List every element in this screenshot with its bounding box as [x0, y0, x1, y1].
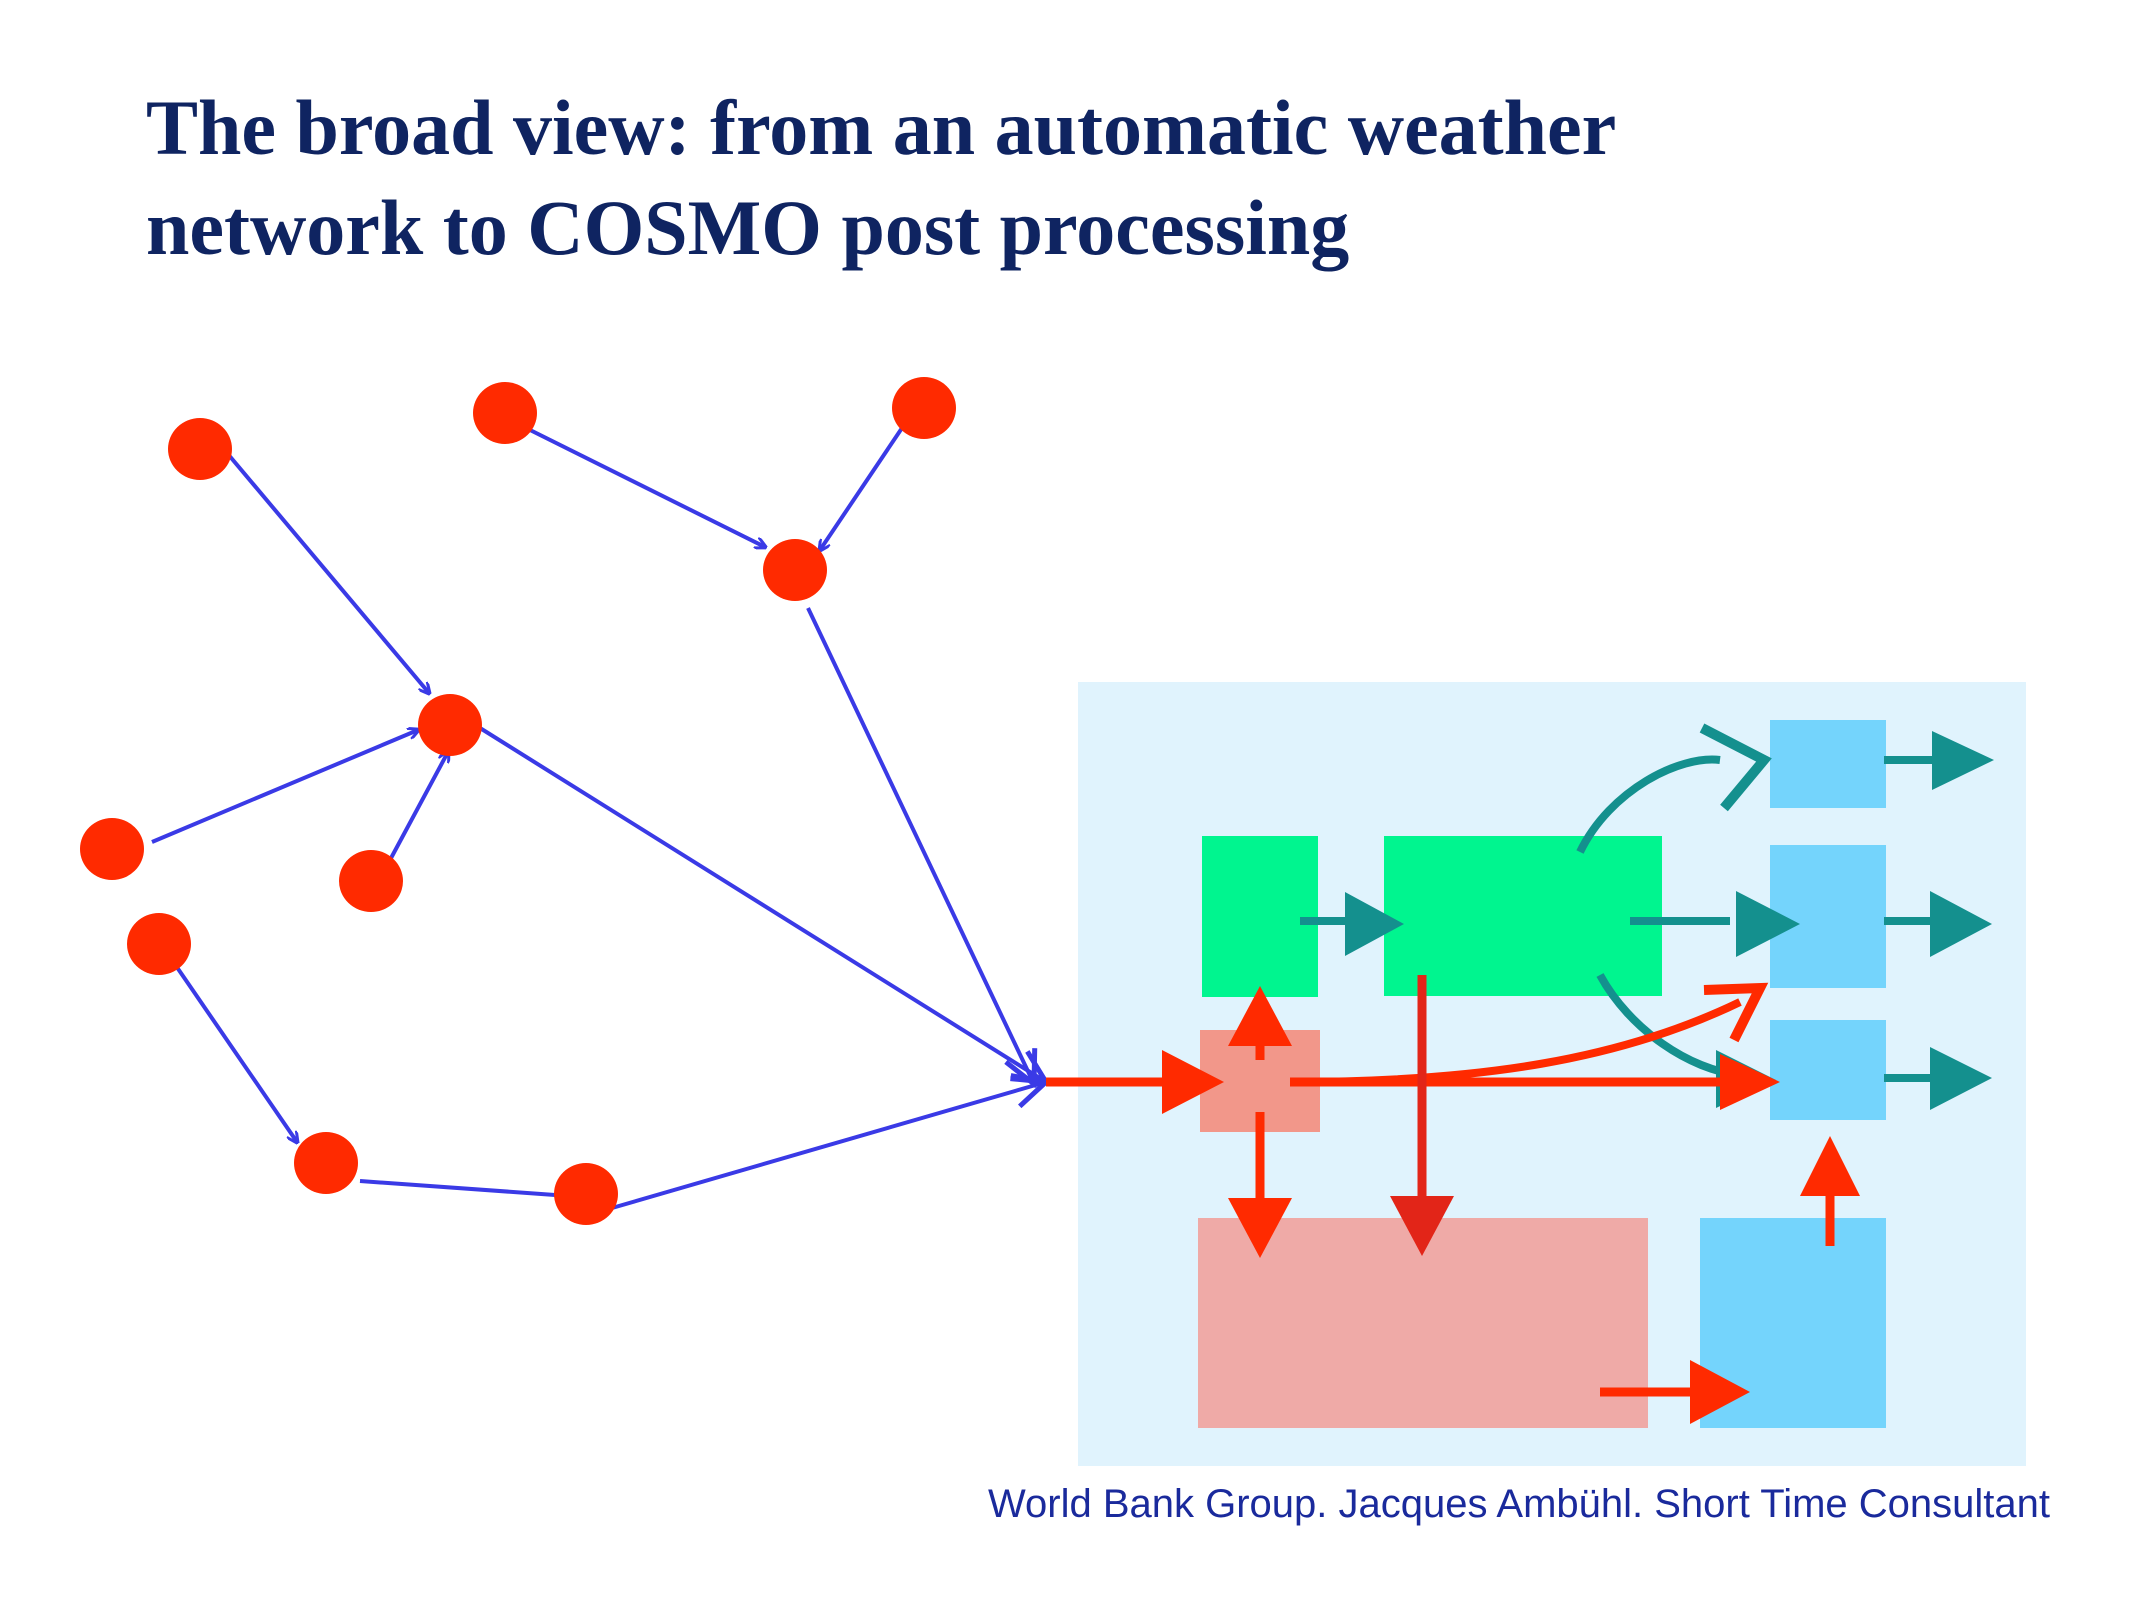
teal-arrow	[1884, 891, 1992, 957]
network-arrow	[388, 752, 448, 861]
teal-arrow	[1300, 892, 1404, 956]
network-arrow	[511, 419, 765, 547]
red-arrow	[1600, 1360, 1750, 1424]
red-arrow	[1228, 1112, 1292, 1258]
red-arrow	[1228, 986, 1292, 1060]
network-arrow	[820, 426, 904, 550]
blue-box-1	[1770, 720, 1886, 808]
network-arrows	[151, 419, 1046, 1210]
title-line-1: The broad view: from an automatic weathe…	[146, 84, 1617, 171]
teal-flow-arrows	[1300, 723, 1994, 1110]
station-node	[339, 850, 403, 912]
blue-box-2	[1770, 845, 1886, 988]
green-box-large	[1384, 836, 1662, 996]
network-arrow	[806, 607, 1034, 1084]
station-node	[168, 418, 232, 480]
title-line-2: network to COSMO post processing	[146, 184, 1350, 271]
station-node	[80, 818, 144, 880]
network-arrow	[611, 1082, 1046, 1210]
teal-curved-arrow	[1576, 723, 1772, 854]
blue-box-3	[1770, 1020, 1886, 1120]
red-arrow	[1390, 975, 1454, 1256]
station-node	[418, 694, 482, 756]
station-node	[554, 1163, 618, 1225]
network-arrow	[151, 730, 418, 844]
network-arrow	[478, 726, 1046, 1082]
red-flow-arrows	[1046, 975, 1860, 1424]
footer-credit: World Bank Group. Jacques Ambühl. Short …	[987, 1482, 2050, 1526]
network-arrow	[359, 1179, 583, 1197]
red-arrow	[1800, 1136, 1860, 1246]
red-arrow	[1046, 1050, 1224, 1114]
teal-arrow	[1884, 731, 1994, 790]
slide-title: The broad view: from an automatic weathe…	[146, 78, 2046, 278]
teal-arrow	[1884, 1047, 1992, 1110]
station-node	[127, 913, 191, 975]
teal-arrow	[1630, 891, 1800, 957]
red-curved-arrow	[1289, 982, 1769, 1086]
green-box-small	[1202, 836, 1318, 997]
station-node	[294, 1132, 358, 1194]
station-node	[473, 382, 537, 444]
station-node	[763, 539, 827, 601]
station-node	[892, 377, 956, 439]
station-nodes	[80, 377, 956, 1225]
network-arrow	[170, 958, 297, 1142]
network-arrow	[220, 445, 429, 693]
